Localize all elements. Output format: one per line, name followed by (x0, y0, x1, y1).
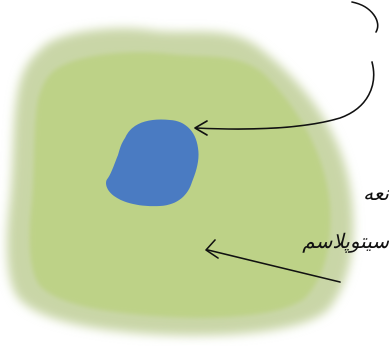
nucleus-label: نعه (363, 181, 389, 205)
cytoplasm-label: سیتوپلاسم (302, 229, 389, 253)
